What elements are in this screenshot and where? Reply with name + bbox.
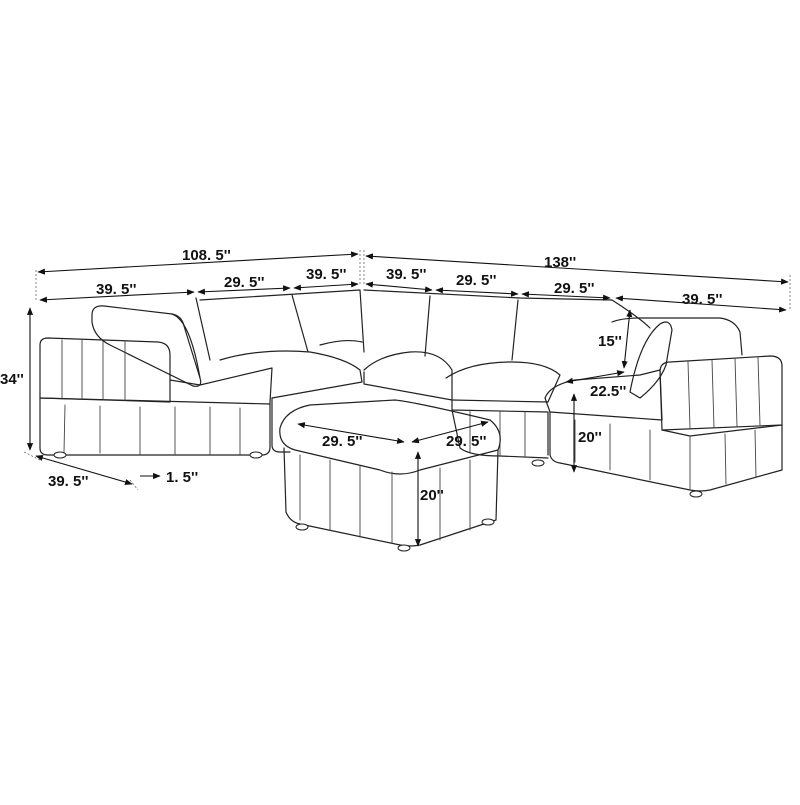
dim-left-arm-seat <box>39 289 195 303</box>
dim-cushion-depth <box>565 370 625 384</box>
label-cushion-depth: 22.5'' <box>590 383 626 400</box>
label-overall-height: 34'' <box>0 371 24 388</box>
label-seat-depth: 39. 5'' <box>48 473 89 490</box>
label-left-arm-seat: 39. 5'' <box>96 281 137 298</box>
dim-right-total <box>365 253 789 285</box>
dimension-labels: 108. 5'' 138'' 39. 5'' 29. 5'' 39. 5'' 3… <box>0 247 723 504</box>
label-right-corner-seat: 39. 5'' <box>386 266 427 283</box>
label-right-armless-seat-2: 29. 5'' <box>554 280 595 297</box>
label-right-arm-seat: 39. 5'' <box>682 291 723 308</box>
label-leg-height: 1. 5'' <box>166 469 198 486</box>
dim-ottoman-depth <box>411 420 489 444</box>
dim-right-armless-seat-2 <box>521 291 611 301</box>
ottoman <box>279 399 501 547</box>
label-left-total-width: 108. 5'' <box>182 247 231 264</box>
label-left-corner-seat: 39. 5'' <box>306 266 347 283</box>
dim-left-corner-seat <box>293 281 359 291</box>
dim-left-armless-seat <box>197 285 291 295</box>
label-back-cushion-height: 15'' <box>598 333 622 350</box>
label-right-armless-seat-1: 29. 5'' <box>456 272 497 289</box>
label-left-armless-seat: 29. 5'' <box>224 274 265 291</box>
dimension-lines <box>23 250 791 547</box>
dim-right-corner-seat <box>365 281 433 293</box>
sofa-feet <box>53 451 703 552</box>
dim-left-total <box>37 251 359 275</box>
label-seat-height: 20'' <box>578 429 602 446</box>
dim-seat-depth <box>35 454 133 486</box>
dim-ottoman-width <box>297 422 405 444</box>
armless-and-corner-seats-left <box>195 289 365 453</box>
armless-and-corner-seats-right <box>363 289 613 459</box>
dim-right-armless-seat-1 <box>435 287 519 297</box>
dim-right-arm-seat <box>615 295 787 313</box>
left-arm-module <box>39 305 273 456</box>
label-ottoman-width: 29. 5'' <box>322 433 363 450</box>
label-ottoman-height: 20'' <box>420 487 444 504</box>
right-arm-module <box>544 299 783 492</box>
label-right-total-width: 138'' <box>544 254 576 271</box>
dim-back-cushion-height <box>621 309 633 369</box>
label-ottoman-depth: 29. 5'' <box>446 433 487 450</box>
